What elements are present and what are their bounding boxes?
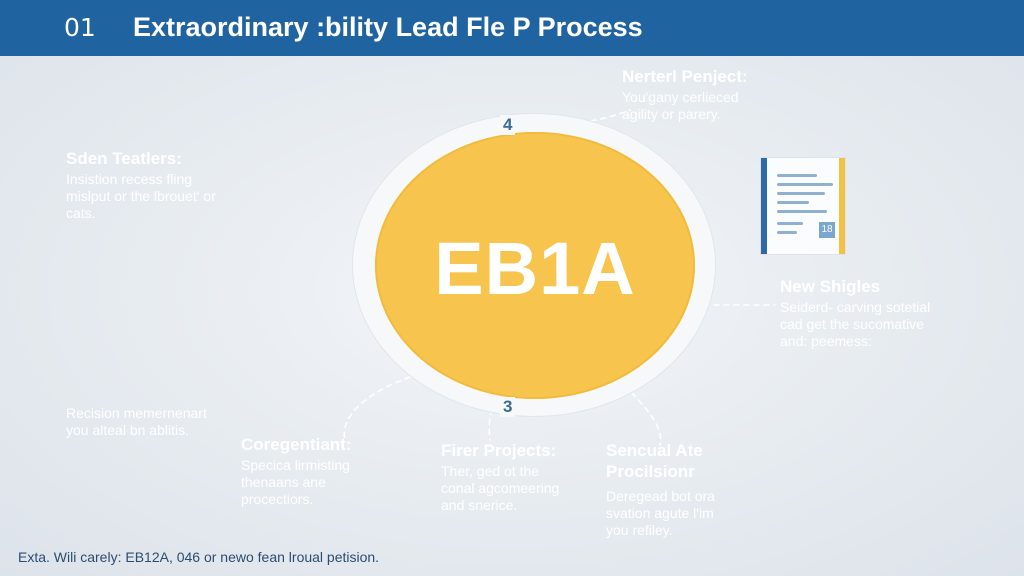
block-line: You'gany cerlieced bbox=[622, 89, 739, 105]
block-heading: Sencual Ate Procilsionr bbox=[606, 440, 715, 482]
step-number: 01 bbox=[64, 13, 96, 42]
block-line: you alteal bn ablitis. bbox=[66, 422, 189, 438]
block-body: Ther, ged ot the conal agcomeering and s… bbox=[441, 463, 559, 514]
document-edge-yellow bbox=[839, 158, 845, 254]
block-line: mislput or the lbrouet' or bbox=[66, 188, 216, 204]
connector-bottom-left bbox=[343, 376, 411, 441]
document-icon: 18 bbox=[760, 157, 846, 255]
block-line: procectiors. bbox=[241, 491, 314, 507]
header-bar: 01 Extraordinary :bility Lead Fle P Proc… bbox=[0, 0, 1024, 56]
text-block-left-top: Sden Teatlers: Insistion recess fling mi… bbox=[66, 148, 216, 222]
block-line: svation agute l'im bbox=[606, 505, 714, 521]
block-body: Insistion recess fling mislput or the lb… bbox=[66, 171, 216, 222]
document-line bbox=[777, 183, 833, 186]
text-block-bottom-3: Sencual Ate Procilsionr Deregead bot ora… bbox=[606, 440, 715, 539]
block-line: Insistion recess fling bbox=[66, 171, 193, 187]
block-line: Recision memernenart bbox=[66, 405, 207, 421]
block-body: Seiderd- carving sotetial cad get the su… bbox=[780, 299, 930, 350]
page-title: Extraordinary :bility Lead Fle P Process bbox=[133, 12, 643, 42]
block-body: Recision memernenart you alteal bn ablit… bbox=[66, 405, 207, 439]
document-badge: 18 bbox=[819, 222, 835, 238]
marker-bottom: 3 bbox=[500, 397, 516, 417]
block-line: thenaans ane bbox=[241, 474, 326, 490]
block-line: cad get the sucomative bbox=[780, 316, 924, 332]
block-body: Deregead bot ora svation agute l'im you … bbox=[606, 488, 715, 539]
block-heading: Firer Projects: bbox=[441, 441, 557, 460]
text-block-top-right: Nerterl Penject: You'gany cerlieced agil… bbox=[622, 66, 748, 123]
block-line: Deregead bot ora bbox=[606, 488, 715, 504]
eb1a-circle bbox=[375, 132, 695, 399]
marker-top: 4 bbox=[500, 115, 516, 135]
document-line bbox=[777, 222, 803, 225]
document-line bbox=[777, 174, 817, 177]
block-body: You'gany cerlieced agility or parery. bbox=[622, 89, 748, 123]
block-heading: Nerterl Penject: bbox=[622, 67, 748, 86]
block-line: and: peemess: bbox=[780, 333, 872, 349]
block-line: cats. bbox=[66, 205, 96, 221]
text-block-bottom-2: Firer Projects: Ther, ged ot the conal a… bbox=[441, 440, 559, 514]
block-heading: Sden Teatlers: bbox=[66, 149, 182, 168]
document-line bbox=[777, 192, 825, 195]
text-block-right-mid: New Shigles Seiderd- carving sotetial ca… bbox=[780, 276, 930, 350]
block-line: Specica lirmisting bbox=[241, 457, 350, 473]
block-line: and snerice. bbox=[441, 497, 518, 513]
document-line bbox=[777, 231, 797, 234]
block-line: Ther, ged ot the bbox=[441, 463, 540, 479]
block-heading: Coregentiant: bbox=[241, 435, 352, 454]
document-edge-blue bbox=[761, 158, 767, 254]
footer-note: Exta. Wili carely: EB12A, 046 or newo fe… bbox=[18, 549, 380, 565]
document-line bbox=[777, 201, 809, 204]
block-heading-line: Sencual Ate bbox=[606, 441, 703, 460]
text-block-bottom-1: Coregentiant: Specica lirmisting thenaan… bbox=[241, 434, 352, 508]
block-line: you refiley. bbox=[606, 522, 673, 538]
block-body: Specica lirmisting thenaans ane procecti… bbox=[241, 457, 352, 508]
block-line: agility or parery. bbox=[622, 106, 721, 122]
block-line: conal agcomeering bbox=[441, 480, 560, 496]
block-heading-line: Procilsionr bbox=[606, 462, 695, 481]
text-block-left-bottom: Recision memernenart you alteal bn ablit… bbox=[66, 403, 207, 439]
document-line bbox=[777, 210, 827, 213]
block-heading: New Shigles bbox=[780, 277, 881, 296]
center-label: EB1A bbox=[434, 227, 636, 310]
block-line: Seiderd- carving sotetial bbox=[780, 299, 931, 315]
